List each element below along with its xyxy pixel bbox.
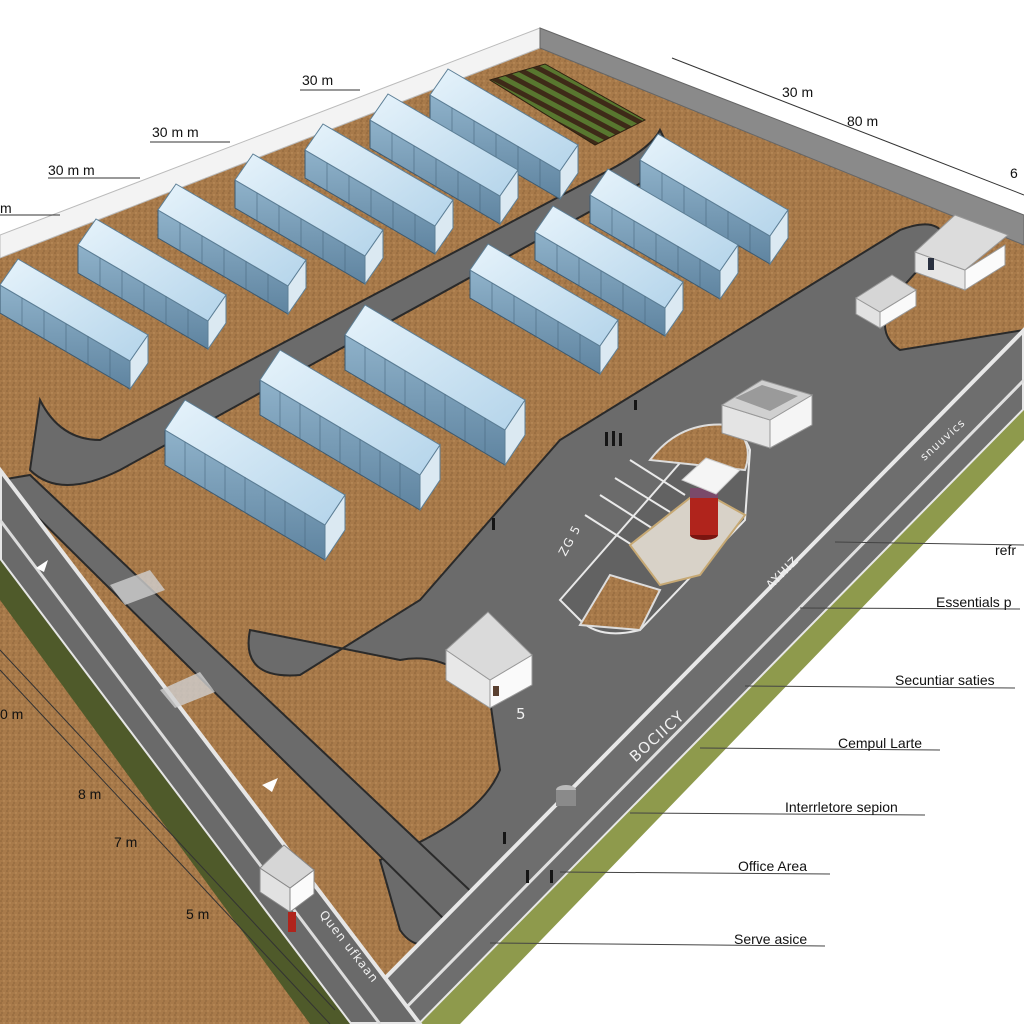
office-cube [445,611,533,709]
buildings [259,214,1009,932]
dim-label-left-1: 0 m [0,706,24,722]
gatehouse [720,379,814,449]
dim-label-top-right-1: 30 m [782,84,814,100]
callout-leaders [489,541,1024,947]
callout-office-area: Office Area [738,858,808,874]
dim-label-top-left-4: m [0,200,12,216]
dim-label-top-right-3: 6 [1010,165,1018,181]
dim-label-left-2: 8 m [78,786,102,802]
dim-label-top-left-1: 30 m [302,72,334,88]
red-water-tower [681,457,741,540]
entrance-booth [259,844,315,932]
callout-service-area: Serve asice [734,931,808,947]
parking-number: 5 [516,705,527,723]
dimension-lines [0,57,1024,1024]
dim-label-top-left-3: 30 m m [48,162,95,178]
people [492,400,637,883]
callout-security-station: Secuntiar saties [895,672,995,688]
dim-label-top-left-2: 30 m m [152,124,199,140]
service-shed [855,274,917,329]
dim-label-left-3: 7 m [114,834,138,850]
callout-refr: refr [995,542,1016,558]
callout-intersection: Interrletore sepion [785,799,898,815]
dim-label-left-4: 5 m [186,906,210,922]
crop-field [488,63,647,146]
dim-label-top-right-2: 80 m [847,113,879,129]
callout-central-lane: Cempul Larte [838,735,923,751]
left-service-lane [0,466,423,1024]
office-block [914,214,1009,291]
callout-essentials: Essentials p [936,594,1012,610]
